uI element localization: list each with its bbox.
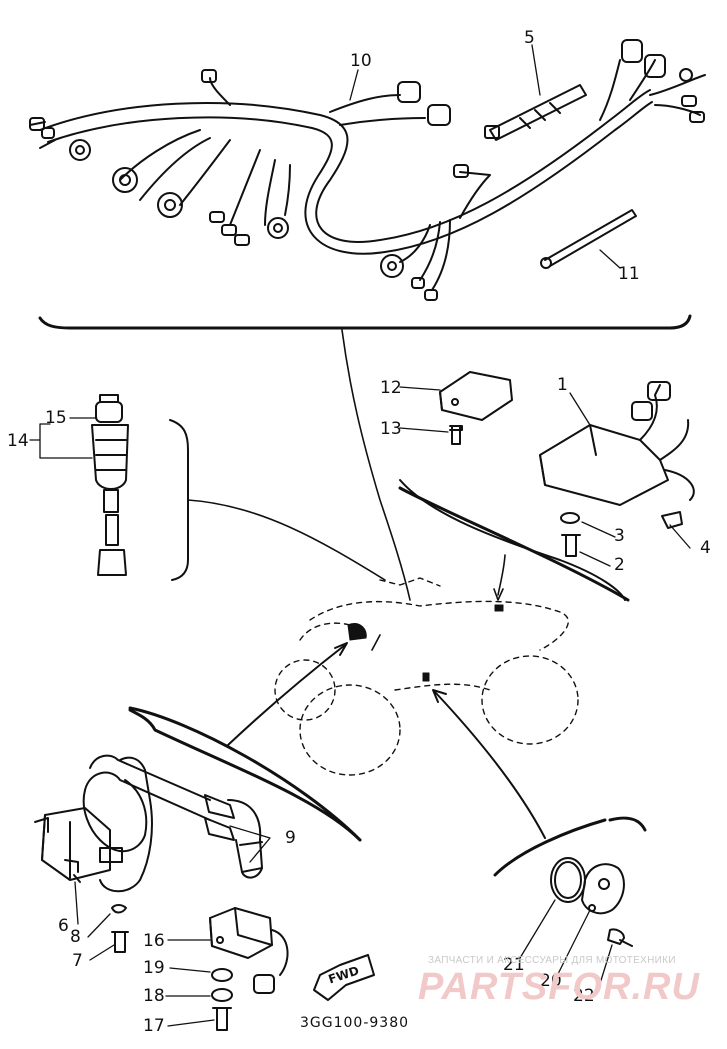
callout-16: 16	[143, 931, 165, 951]
rectifier-drawing	[439, 371, 513, 445]
cdi-unit-drawing	[539, 381, 695, 557]
callout-7: 7	[72, 951, 83, 971]
callout-20: 20	[540, 971, 562, 991]
callout-8: 8	[70, 927, 81, 947]
control-unit-drawing	[209, 907, 289, 1031]
diagram-part-code: 3GG100-9380	[300, 1015, 410, 1031]
watermark-logo: PARTSFOR.RU	[418, 966, 700, 1008]
callout-1: 1	[557, 375, 568, 395]
callout-11: 11	[618, 264, 640, 284]
callout-2: 2	[614, 555, 625, 575]
callout-10: 10	[350, 51, 372, 71]
callout-6: 6	[58, 916, 69, 936]
wire-harness-drawing	[29, 39, 706, 301]
callout-14: 14	[7, 431, 29, 451]
callout-13: 13	[380, 419, 402, 439]
clamp-tie-drawing	[540, 209, 637, 269]
callout-22: 22	[573, 986, 595, 1006]
callout-19: 19	[143, 958, 165, 978]
cable-band-drawing	[484, 84, 587, 141]
callout-12: 12	[380, 378, 402, 398]
main-switch-drawing	[91, 394, 189, 581]
pickup-coil-drawing	[550, 857, 633, 947]
watermark-tagline: ЗАПЧАСТИ И АКСЕССУАРЫ ДЛЯ МОТОТЕХНИКИ	[428, 955, 676, 966]
callout-4: 4	[700, 538, 711, 558]
callout-21: 21	[503, 955, 525, 975]
callout-17: 17	[143, 1016, 165, 1036]
callout-3: 3	[614, 526, 625, 546]
ignition-coil-drawing	[34, 754, 263, 893]
callout-18: 18	[143, 986, 165, 1006]
callout-15: 15	[45, 408, 67, 428]
vehicle-outline	[274, 577, 579, 776]
callout-9: 9	[285, 828, 296, 848]
callout-5: 5	[524, 28, 535, 48]
